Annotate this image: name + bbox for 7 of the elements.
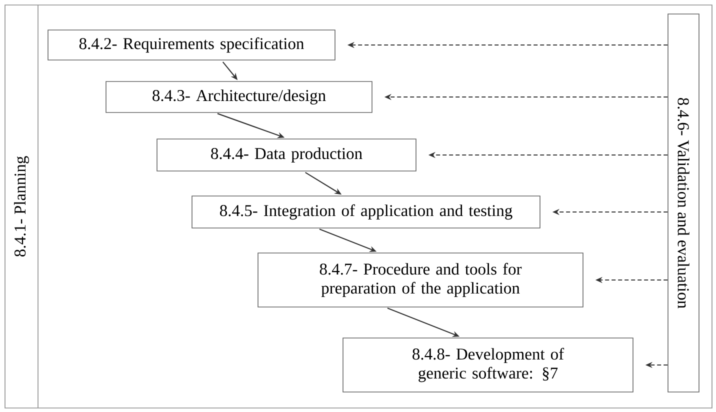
process-box: 8.4.2- Requirements specification [48, 30, 336, 60]
process-box: 8.4.6- Validation and evaluation [668, 14, 700, 392]
process-box: 8.4.7- Procedure and tools for preparation of the application [258, 252, 584, 308]
process-box: 8.4.5- Integration of application and testing [192, 196, 540, 228]
process-box: 8.4.8- Development of generic software: §7 [342, 338, 634, 392]
process-box: 8.4.4- Data production [156, 138, 416, 172]
process-box: 8.4.3- Architecture/design [106, 81, 372, 113]
